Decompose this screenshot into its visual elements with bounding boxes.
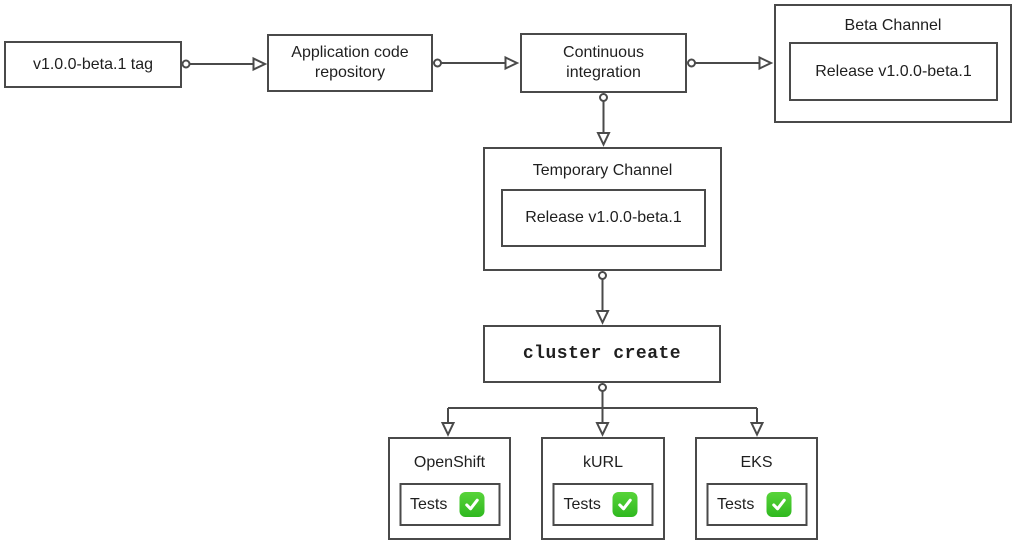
container-beta-channel: Beta Channel Release v1.0.0-beta.1 [774,4,1012,123]
cluster-kurl-tests-box: Tests [552,483,654,526]
connector-tag-to-repo [181,56,268,72]
node-cluster-create-label: cluster create [522,344,682,364]
beta-channel-release-box: Release v1.0.0-beta.1 [789,42,998,101]
beta-channel-title: Beta Channel [844,17,942,34]
temporary-channel-title: Temporary Channel [532,162,673,179]
node-cluster-create: cluster create [483,325,721,383]
cluster-openshift-tests-box: Tests [399,483,500,526]
connector-temp-channel-to-cluster-create [595,271,610,325]
beta-channel-release-label: Release v1.0.0-beta.1 [815,62,972,80]
connector-repo-to-ci [433,55,520,71]
cluster-eks-tests-box: Tests [706,483,807,526]
connector-cluster-create-branch [440,383,765,437]
node-version-tag: v1.0.0-beta.1 tag [4,41,182,88]
container-temporary-channel: Temporary Channel Release v1.0.0-beta.1 [483,147,722,271]
check-mark-button-icon [612,492,638,517]
cluster-openshift-title: OpenShift [413,454,486,471]
connector-ci-to-beta-channel [687,55,774,71]
node-continuous-integration-label: Continuous integration [563,44,644,81]
temporary-channel-release-label: Release v1.0.0-beta.1 [525,209,682,226]
cluster-kurl-title: kURL [582,454,623,471]
cluster-eks-title: EKS [740,454,773,471]
node-app-code-repository: Application code repository [267,34,433,92]
temporary-channel-release-box: Release v1.0.0-beta.1 [501,189,706,247]
node-version-tag-label: v1.0.0-beta.1 tag [32,55,154,73]
check-mark-button-icon [459,492,485,517]
container-cluster-eks: EKS Tests [695,437,818,540]
node-app-code-repository-label: Application code repository [291,44,409,81]
check-mark-button-icon [766,492,792,517]
connector-ci-to-temp-channel [596,93,611,147]
tests-label: Tests [717,495,755,513]
container-cluster-kurl: kURL Tests [541,437,665,540]
tests-label: Tests [410,495,448,513]
container-cluster-openshift: OpenShift Tests [388,437,511,540]
node-continuous-integration: Continuous integration [520,33,687,93]
tests-label: Tests [563,495,601,513]
